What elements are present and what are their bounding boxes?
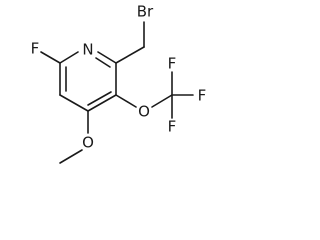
cf3-fluorine-right-label: F <box>198 87 207 105</box>
bond-c3-c4 <box>87 94 117 112</box>
trifluoromethoxy-oxygen-label: O <box>138 103 150 121</box>
bromine-label: Br <box>137 3 154 21</box>
fluorine-ring-label: F <box>31 40 40 58</box>
structure-diagram: N F Br O F F F O <box>31 3 207 164</box>
bond-n-c2 <box>97 51 117 64</box>
atom-labels: N F Br O F F F O <box>31 3 207 152</box>
bond-c3-o <box>115 94 137 108</box>
nitrogen-label: N <box>82 41 93 59</box>
cf3-fluorine-bottom-label: F <box>168 118 177 136</box>
bond-c6-f <box>40 51 61 64</box>
bond-o-cf3 <box>151 94 173 108</box>
bond-c2-ch2 <box>115 46 145 64</box>
pyridine-ring <box>59 51 117 112</box>
cf3-fluorine-top-label: F <box>168 55 177 73</box>
bond-c4-c5 <box>59 94 89 112</box>
methoxy-oxygen-label: O <box>82 134 94 152</box>
bond-c6-n <box>59 51 79 64</box>
substituent-bonds <box>40 21 194 164</box>
bond-o-methyl <box>59 149 83 164</box>
double-bond-c3-c4 <box>87 91 112 106</box>
double-bond-n-c2 <box>95 57 111 68</box>
